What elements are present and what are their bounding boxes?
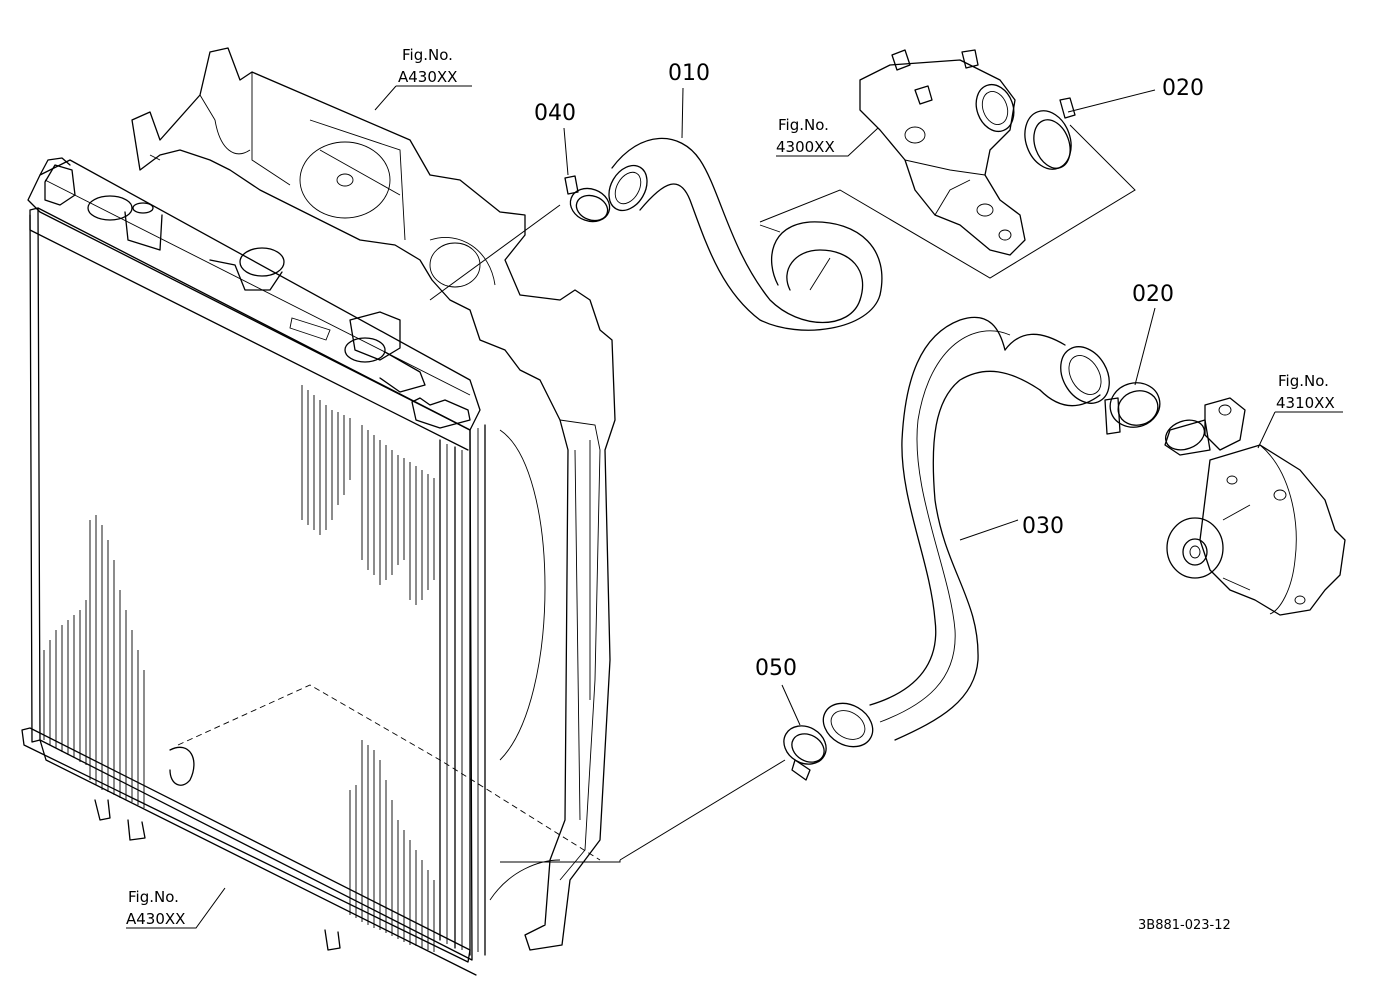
callout-030: 030 [1022, 514, 1064, 539]
fig-ref-label: Fig.No. [128, 888, 179, 906]
thermostat-housing [859, 49, 1026, 256]
hose-clamp-020-lower [1104, 382, 1161, 435]
hose-clamp-050 [783, 725, 827, 781]
fig-ref-label: Fig.No. [402, 46, 453, 64]
callout-020-upper: 020 [1162, 76, 1204, 101]
lower-radiator-hose [822, 316, 1110, 748]
fig-ref-radiator-bottom: Fig.No. A430XX [126, 888, 185, 928]
fig-ref-thermostat: Fig.No. 4300XX [776, 116, 835, 156]
hose-clamp-040 [564, 175, 611, 223]
fig-ref-water-pump: Fig.No. 4310XX [1276, 372, 1335, 412]
hose-clamp-020-upper [1024, 97, 1076, 170]
upper-radiator-hose [608, 137, 883, 331]
callout-040: 040 [534, 101, 576, 126]
fig-ref-number: 4300XX [776, 138, 835, 156]
callout-010: 010 [668, 61, 710, 86]
water-pump [1164, 397, 1346, 616]
assembly-lines [177, 124, 1136, 863]
leader-lines [126, 85, 1343, 929]
callout-020-lower: 020 [1132, 282, 1174, 307]
fig-ref-radiator-top: Fig.No. A430XX [398, 46, 457, 86]
fig-ref-label: Fig.No. [778, 116, 829, 134]
fig-ref-label: Fig.No. [1278, 372, 1329, 390]
radiator-assembly [21, 47, 616, 976]
callout-050: 050 [755, 656, 797, 681]
fig-ref-number: 4310XX [1276, 394, 1335, 412]
drawing-code: 3B881-023-12 [1138, 918, 1231, 933]
fig-ref-number: A430XX [398, 68, 457, 86]
fig-ref-number: A430XX [126, 910, 185, 928]
